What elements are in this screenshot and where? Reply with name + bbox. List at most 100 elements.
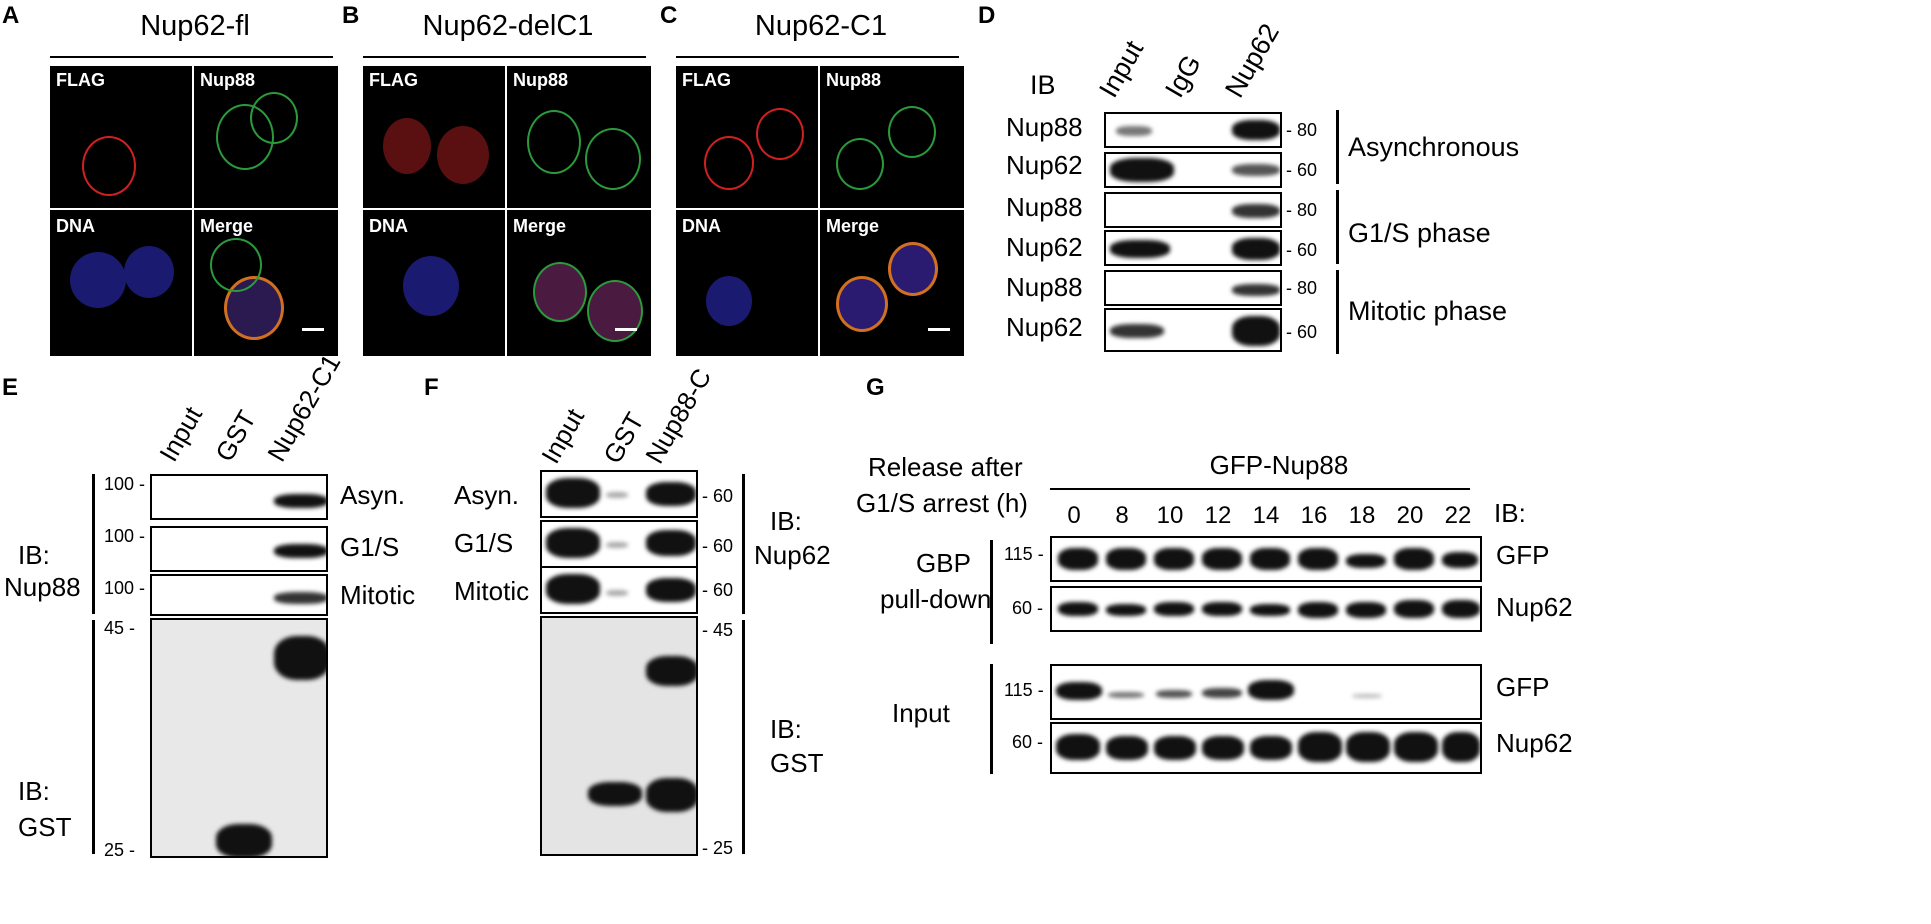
panel-g-group1-line1: GBP	[916, 548, 971, 578]
panel-f-marker: - 60	[702, 580, 734, 600]
panel-b-flag-label: FLAG	[369, 70, 418, 90]
panel-b-nup88-cell	[527, 110, 581, 174]
panel-d-condition: Asynchronous	[1348, 132, 1520, 162]
panel-d-condition: G1/S phase	[1348, 218, 1491, 248]
panel-a-nup88-label: Nup88	[200, 70, 256, 90]
panel-g-row-label: GFP	[1496, 672, 1550, 702]
panel-b-title: Nup62-delC1	[422, 10, 594, 42]
panel-d-bracket	[1336, 110, 1339, 184]
panel-g-marker: 60 -	[1012, 598, 1044, 618]
panel-d-marker: - 80	[1286, 120, 1318, 140]
panel-d-row-label: Nup62	[1006, 232, 1083, 262]
panel-e-ib1-line2: Nup88	[4, 572, 81, 602]
panel-e-blot-g1s	[150, 526, 328, 572]
panel-b-micrograph: FLAG Nup88 DNA Merge	[363, 66, 651, 356]
panel-e-blot-gst	[150, 618, 328, 858]
panel-c-dna-cell	[706, 276, 752, 326]
panel-a-title-rule	[50, 56, 333, 58]
panel-g-row-label: Nup62	[1496, 592, 1573, 622]
panel-e-blot-mitotic	[150, 574, 328, 616]
panel-a-merge-label: Merge	[200, 216, 254, 236]
panel-d-row-label: Nup62	[1006, 312, 1083, 342]
panel-g-timepoint: 10	[1156, 502, 1184, 529]
panel-f-marker: - 25	[702, 838, 734, 858]
panel-g-blot-gbp-nup62	[1050, 586, 1482, 632]
panel-d-row-label: Nup88	[1006, 112, 1083, 142]
panel-f-marker: - 45	[702, 620, 734, 640]
panel-b-merge-label: Merge	[513, 216, 567, 236]
panel-d-blot-g1s-nup62	[1104, 230, 1282, 266]
panel-e-marker: 100 -	[104, 474, 146, 494]
panel-g-timepoint: 16	[1300, 502, 1328, 529]
panel-g-construct: GFP-Nup88	[1209, 450, 1349, 480]
panel-g-row-label: GFP	[1496, 540, 1550, 570]
panel-f-letter: F	[424, 374, 439, 401]
panel-g-timepoint: 14	[1252, 502, 1280, 529]
panel-d-blot-g1s-nup88	[1104, 192, 1282, 228]
panel-a-micrograph: FLAG Nup88 DNA Merge	[50, 66, 338, 356]
panel-f-ib1-line1: IB:	[770, 506, 802, 536]
panel-b-letter: B	[342, 2, 360, 29]
panel-e-letter: E	[2, 374, 19, 401]
panel-d-marker: - 80	[1286, 278, 1318, 298]
panel-d-blot-asyn-nup88	[1104, 112, 1282, 148]
panel-g-release-line2: G1/S arrest (h)	[856, 488, 1028, 518]
panel-f-marker: - 60	[702, 536, 734, 556]
panel-c-letter: C	[660, 2, 678, 29]
panel-e-lane-nup62c1: Nup62-C1	[261, 348, 347, 467]
panel-f-ib1-line2: Nup62	[754, 540, 831, 570]
panel-g-bracket	[990, 664, 993, 774]
panel-a-flag-cell	[82, 136, 136, 196]
panel-g-release-line1: Release after	[868, 452, 1023, 482]
panel-g-bracket	[990, 540, 993, 644]
panel-d-blot-mit-nup88	[1104, 270, 1282, 306]
panel-a-letter: A	[2, 2, 20, 29]
panel-f-blot-asyn	[540, 470, 698, 518]
panel-g-timepoint: 22	[1444, 502, 1472, 529]
panel-d-letter: D	[978, 2, 996, 29]
panel-e-ib2-line2: GST	[18, 812, 72, 842]
panel-f-lane-gst: GST	[597, 407, 650, 469]
panel-c-dna-label: DNA	[682, 216, 721, 236]
panel-b-title-rule	[363, 56, 646, 58]
panel-e-condition: G1/S	[340, 532, 400, 562]
panel-a-scale-bar	[302, 328, 324, 331]
panel-b-scale-bar	[615, 328, 637, 331]
panel-f-lane-input: Input	[535, 403, 591, 469]
panel-f-bracket	[742, 474, 745, 614]
panel-g-marker: 115 -	[1004, 544, 1044, 564]
panel-f-bracket	[742, 620, 745, 854]
panel-f-lane-nup88c: Nup88-C	[639, 363, 718, 469]
panel-c-nup88-cell	[836, 138, 884, 190]
panel-d-row-label: Nup62	[1006, 150, 1083, 180]
panel-g-marker: 60 -	[1012, 732, 1044, 752]
panel-d-marker: - 80	[1286, 200, 1318, 220]
panel-d-lane-igg: IgG	[1159, 49, 1207, 103]
panel-g-blot-gbp-gfp	[1050, 536, 1482, 582]
panel-e-condition: Asyn.	[340, 480, 406, 510]
panel-g-blot-input-gfp	[1050, 664, 1482, 720]
panel-g-row-label: Nup62	[1496, 728, 1573, 758]
panel-a-dna-cell	[70, 252, 126, 308]
panel-e-bracket	[92, 620, 95, 854]
panel-g-marker: 115 -	[1004, 680, 1044, 700]
panel-g-timepoint: 12	[1204, 502, 1232, 529]
panel-f-condition: Asyn.	[454, 480, 520, 510]
panel-e-marker: 25 -	[104, 840, 136, 860]
panel-d-row-label: Nup88	[1006, 272, 1083, 302]
panel-g-letter: G	[866, 374, 885, 401]
panel-a-dna-label: DNA	[56, 216, 95, 236]
panel-b-nup88-label: Nup88	[513, 70, 569, 90]
panel-d-marker: - 60	[1286, 160, 1318, 180]
panel-g-timepoint: 8	[1115, 502, 1129, 529]
panel-e-condition: Mitotic	[340, 580, 416, 610]
panel-g-construct-rule	[1050, 488, 1470, 490]
panel-a-flag-label: FLAG	[56, 70, 105, 90]
panel-f-marker: - 60	[702, 486, 734, 506]
panel-e-lane-gst: GST	[209, 405, 262, 467]
panel-g-timepoint: 18	[1348, 502, 1376, 529]
panel-d-lane-input: Input	[1093, 35, 1150, 103]
panel-f-blot-g1s	[540, 520, 698, 568]
panel-c-merge-label: Merge	[826, 216, 880, 236]
panel-g-ib-label: IB:	[1494, 498, 1526, 528]
